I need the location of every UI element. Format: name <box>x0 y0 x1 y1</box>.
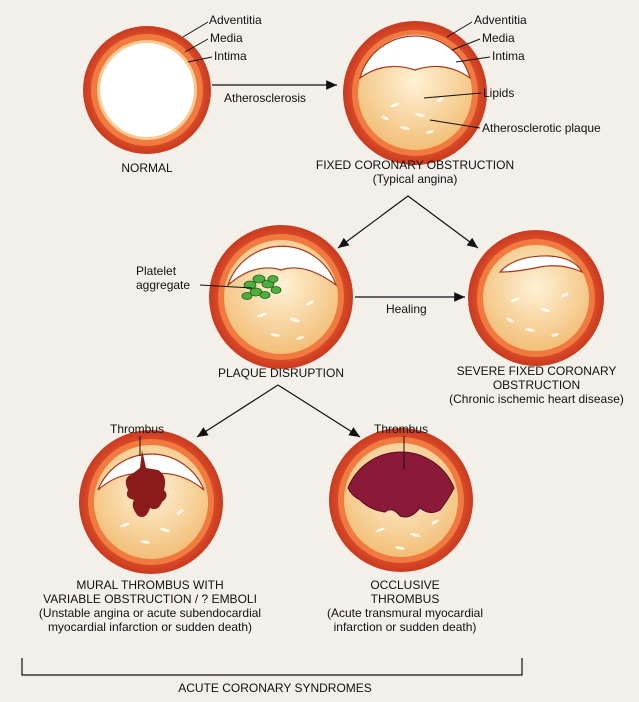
caption-fixed-obstruction: FIXED CORONARY OBSTRUCTION (Typical angi… <box>290 158 540 186</box>
mural-thrombus-vessel <box>79 430 223 574</box>
label-thrombus-occlusive: Thrombus <box>374 422 428 436</box>
label-media-fixed: Media <box>482 31 515 45</box>
normal-vessel <box>83 26 211 154</box>
label-adventitia-fixed: Adventitia <box>474 13 527 27</box>
caption-plaque-disruption: PLAQUE DISRUPTION <box>196 366 366 380</box>
label-platelet-line2: aggregate <box>136 278 190 292</box>
label-atherosclerosis: Atherosclerosis <box>224 91 306 105</box>
label-healing: Healing <box>386 302 427 316</box>
fixed-obstruction-vessel <box>343 21 487 165</box>
plaque-disruption-vessel <box>209 225 353 369</box>
label-atherosclerotic-plaque: Atherosclerotic plaque <box>482 121 601 135</box>
label-media-normal: Media <box>210 31 243 45</box>
severe-fixed-vessel <box>468 230 604 366</box>
caption-mural-thrombus: MURAL THROMBUS WITH VARIABLE OBSTRUCTION… <box>10 578 290 634</box>
label-thrombus-mural: Thrombus <box>110 422 164 436</box>
label-platelet-line1: Platelet <box>136 264 176 278</box>
caption-acute-syndromes: ACUTE CORONARY SYNDROMES <box>150 681 400 695</box>
label-intima-fixed: Intima <box>492 49 525 63</box>
occlusive-thrombus-vessel <box>329 428 473 572</box>
acute-syndromes-bracket <box>22 658 522 675</box>
label-adventitia-normal: Adventitia <box>209 13 262 27</box>
caption-normal: NORMAL <box>87 161 207 175</box>
label-lipids: Lipids <box>483 86 514 100</box>
caption-severe-fixed: SEVERE FIXED CORONARY OBSTRUCTION (Chron… <box>434 364 639 406</box>
label-intima-normal: Intima <box>214 49 247 63</box>
caption-occlusive-thrombus: OCCLUSIVE THROMBUS (Acute transmural myo… <box>300 578 510 634</box>
